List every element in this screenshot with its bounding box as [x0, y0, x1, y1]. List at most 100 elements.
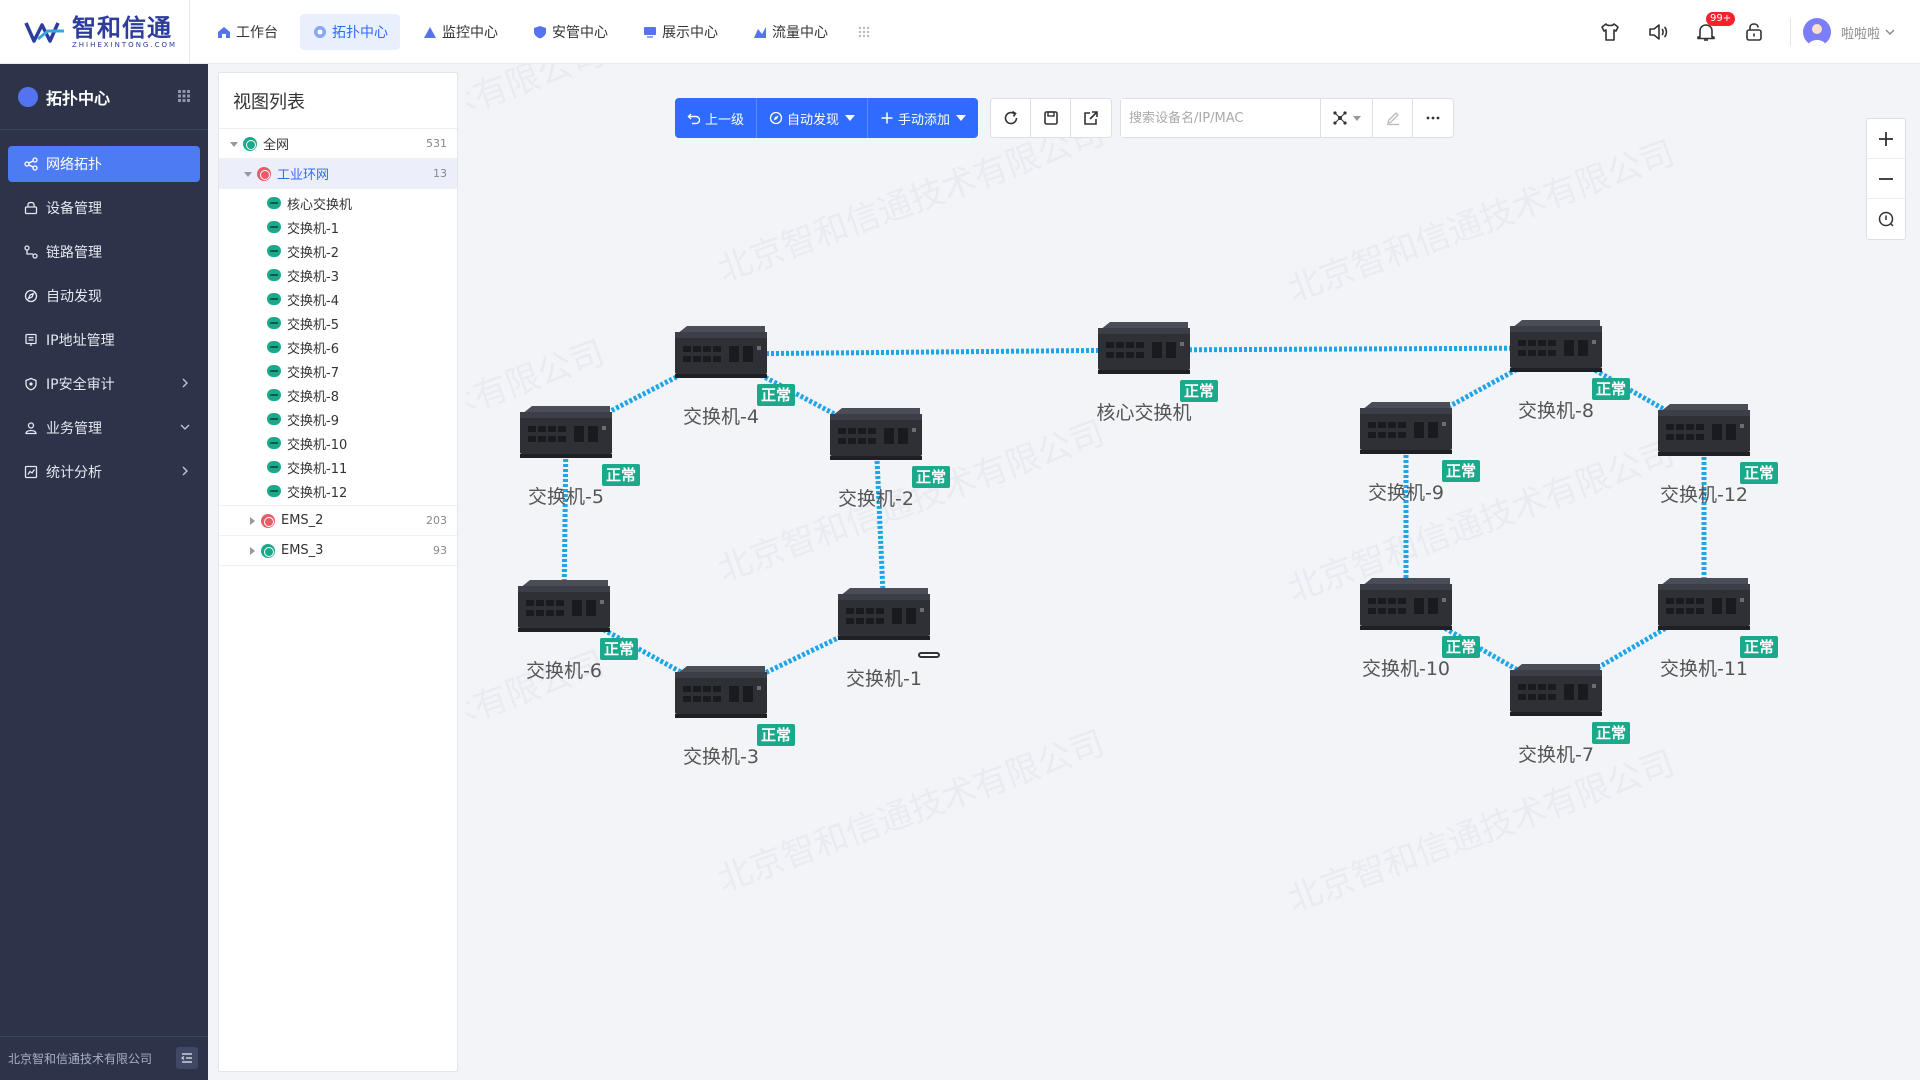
network-switch-icon — [1658, 578, 1750, 630]
sidebar-footer: 北京智和信通技术有限公司 — [0, 1036, 208, 1080]
status-badge: 正常 — [1180, 380, 1219, 402]
topology-link[interactable] — [720, 347, 1145, 357]
sidebar-item-link-management[interactable]: 链路管理 — [8, 234, 200, 270]
collapse-sidebar-button[interactable] — [176, 1047, 198, 1069]
switch-device[interactable] — [516, 404, 616, 462]
tree-leaf-device[interactable]: 交换机-5 — [219, 311, 457, 335]
tree-root-all-network[interactable]: 全网 531 — [219, 129, 457, 159]
fit-view-icon — [1878, 211, 1894, 227]
layout-select[interactable] — [1321, 99, 1374, 137]
network-switch-icon — [675, 326, 767, 378]
topnav-monitor[interactable]: 监控中心 — [410, 14, 510, 50]
tree-leaf-device[interactable]: 交换机-2 — [219, 239, 457, 263]
switch-device[interactable] — [834, 586, 934, 644]
sidebar-item-network-topology[interactable]: 网络拓扑 — [8, 146, 200, 182]
topnav-display[interactable]: 展示中心 — [630, 14, 730, 50]
fit-view-button[interactable] — [1867, 199, 1905, 239]
status-badge: 正常 — [1740, 462, 1779, 484]
sidebar-item-statistics[interactable]: 统计分析 — [8, 454, 200, 490]
caret-down-icon — [956, 115, 967, 121]
secondary-action-group — [990, 98, 1113, 138]
business-icon — [25, 422, 37, 435]
apps-grid-icon[interactable] — [858, 26, 870, 38]
switch-device[interactable] — [1506, 662, 1606, 720]
switch-device[interactable] — [1654, 402, 1754, 460]
switch-device[interactable] — [1356, 576, 1456, 634]
switch-device[interactable] — [826, 406, 926, 464]
sidebar-item-ip-security-audit[interactable]: IP安全审计 — [8, 366, 200, 402]
tree-leaf-device[interactable]: 核心交换机 — [219, 191, 457, 215]
back-button[interactable]: 上一级 — [675, 98, 758, 138]
save-button[interactable] — [1031, 99, 1072, 137]
sound-button[interactable] — [1634, 0, 1682, 64]
tree-leaf-device[interactable]: 交换机-11 — [219, 455, 457, 479]
caret-right-icon — [250, 516, 255, 525]
device-label: 交换机-9 — [1368, 482, 1444, 504]
manual-add-button[interactable]: 手动添加 — [868, 98, 978, 138]
tree-leaf-label: 交换机-1 — [287, 221, 339, 237]
switch-device[interactable] — [671, 324, 771, 382]
tree-node-ems2[interactable]: EMS_2 203 — [219, 506, 457, 536]
tree-leaf-device[interactable]: 交换机-6 — [219, 335, 457, 359]
tree-node-ems3[interactable]: EMS_3 93 — [219, 536, 457, 566]
user-menu[interactable]: 啦啦啦 — [1802, 18, 1920, 46]
manual-add-label: 手动添加 — [898, 112, 951, 128]
network-node-icon — [257, 166, 271, 181]
switch-device[interactable] — [514, 578, 614, 636]
tree-node-label: EMS_3 — [281, 543, 324, 558]
more-button[interactable] — [1413, 99, 1453, 137]
tree-group-industrial-ring[interactable]: 工业环网 13 — [219, 159, 457, 189]
zoom-in-button[interactable] — [1867, 119, 1905, 159]
topnav-security[interactable]: 安管中心 — [520, 14, 620, 50]
share-nodes-icon — [24, 157, 38, 171]
compass-icon — [769, 111, 783, 125]
logo-mark-icon — [24, 21, 64, 43]
brand-logo[interactable]: 智和信通 ZHIHEXINTONG.COM — [0, 0, 190, 64]
topnav-label: 安管中心 — [552, 24, 608, 41]
tree-leaf-device[interactable]: 交换机-3 — [219, 263, 457, 287]
device-search-input[interactable] — [1121, 99, 1322, 137]
sidebar-item-device-management[interactable]: 设备管理 — [8, 190, 200, 226]
topology-link[interactable] — [561, 433, 569, 609]
refresh-button[interactable] — [991, 99, 1032, 137]
notification-button[interactable]: 99+ — [1682, 0, 1736, 64]
switch-device[interactable] — [671, 664, 771, 722]
tree-leaf-device[interactable]: 交换机-7 — [219, 359, 457, 383]
switch-device[interactable] — [1094, 320, 1194, 378]
export-button[interactable] — [1071, 99, 1111, 137]
status-badge: 正常 — [1592, 722, 1631, 744]
topology-link[interactable] — [1143, 345, 1557, 353]
tree-leaf-device[interactable]: 交换机-12 — [219, 479, 457, 503]
tree-leaf-device[interactable]: 交换机-1 — [219, 215, 457, 239]
switch-device[interactable] — [1356, 400, 1456, 458]
switch-icon — [267, 341, 281, 353]
zoom-out-button[interactable] — [1867, 159, 1905, 199]
topnav-traffic[interactable]: 流量中心 — [740, 14, 840, 50]
sidebar-item-auto-discovery[interactable]: 自动发现 — [8, 278, 200, 314]
tree-leaf-device[interactable]: 交换机-10 — [219, 431, 457, 455]
skin-button[interactable] — [1586, 0, 1634, 64]
topnav-workbench[interactable]: 工作台 — [204, 14, 290, 50]
sidebar-item-ip-management[interactable]: IP地址管理 — [8, 322, 200, 358]
topnav-topology[interactable]: 拓扑中心 — [300, 13, 400, 50]
switch-icon — [267, 317, 281, 329]
device-label: 交换机-6 — [526, 660, 602, 682]
shirt-icon — [1601, 23, 1619, 41]
tree-leaf-device[interactable]: 交换机-4 — [219, 287, 457, 311]
apps-grid-icon[interactable] — [178, 90, 190, 102]
tree-leaf-device[interactable]: 交换机-9 — [219, 407, 457, 431]
lock-button[interactable] — [1730, 0, 1778, 64]
network-switch-icon — [838, 588, 930, 640]
topology-links — [561, 345, 1707, 697]
topology-canvas[interactable]: 北京智和信通技术有限公司北京智和信通技术有限公司北京智和信通技术有限公司北京智和… — [466, 64, 1920, 1080]
switch-icon — [267, 365, 281, 377]
switch-device[interactable] — [1654, 576, 1754, 634]
topology-center-icon — [18, 86, 38, 107]
edit-button[interactable] — [1373, 99, 1414, 137]
auto-discovery-button[interactable]: 自动发现 — [757, 98, 869, 138]
switch-device[interactable] — [1506, 318, 1606, 376]
topology-link[interactable] — [1404, 603, 1558, 695]
topology-link[interactable] — [873, 435, 887, 617]
tree-leaf-device[interactable]: 交换机-8 — [219, 383, 457, 407]
sidebar-item-business-management[interactable]: 业务管理 — [8, 410, 200, 446]
